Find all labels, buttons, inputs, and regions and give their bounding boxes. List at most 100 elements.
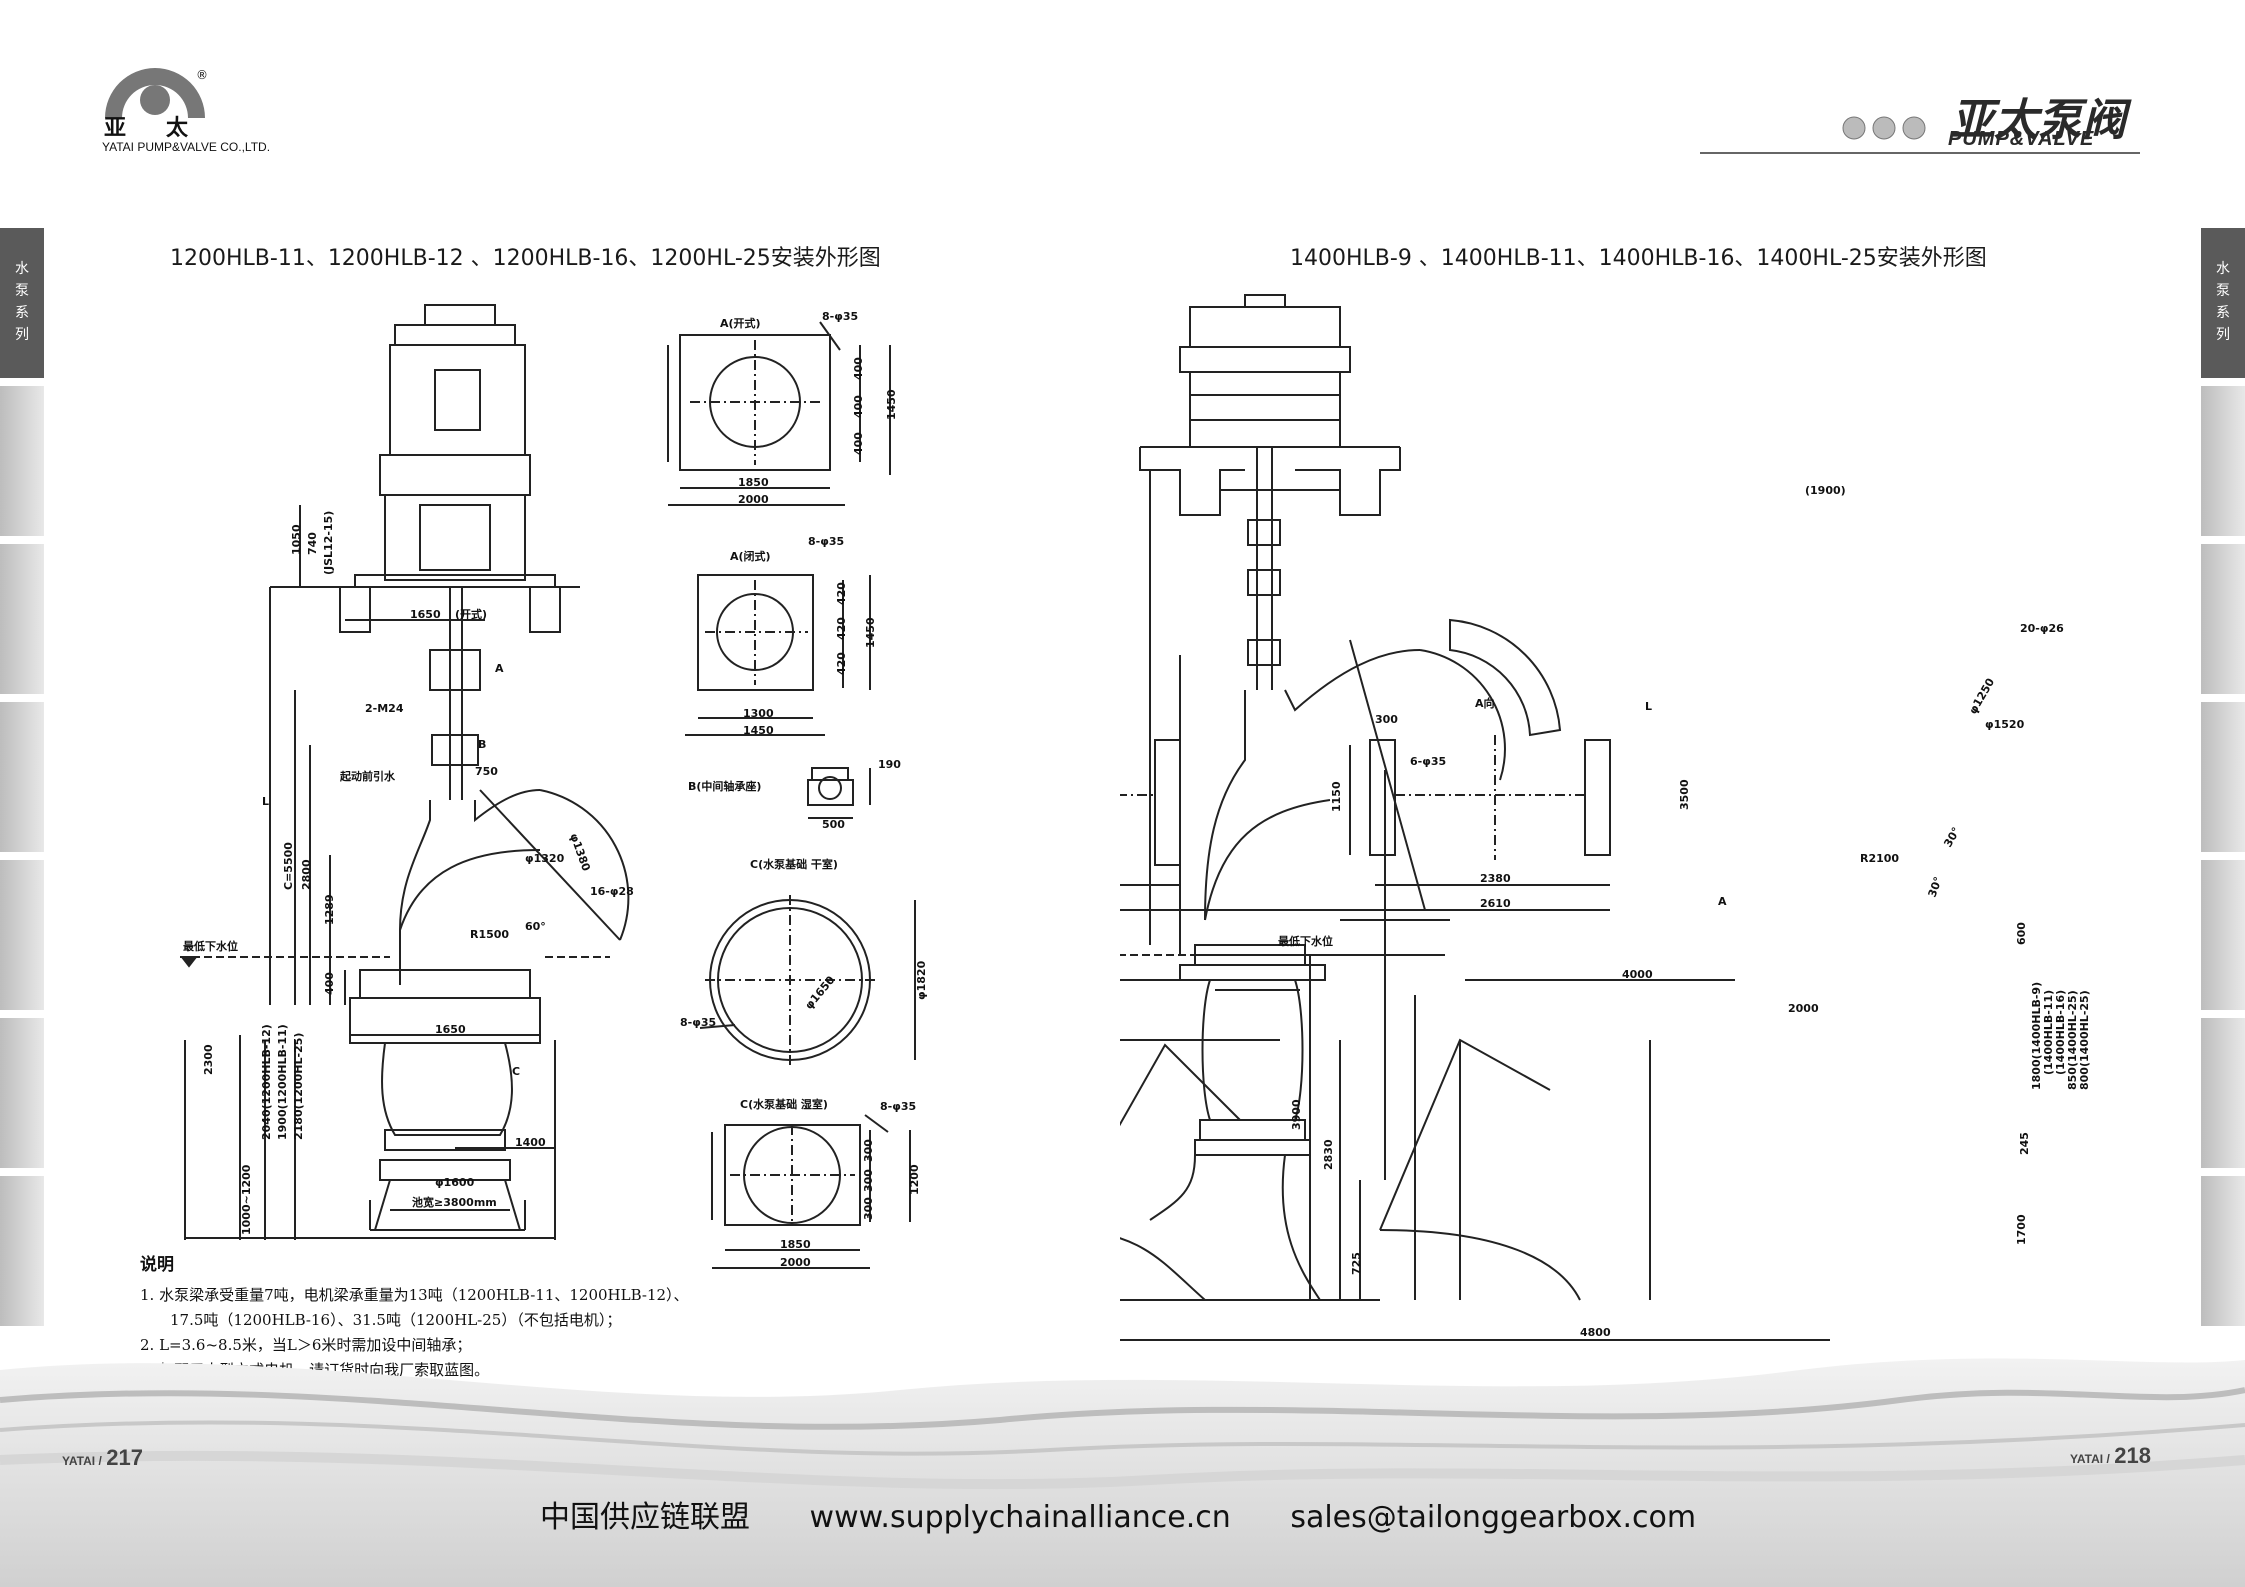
logo-arch-icon: [105, 68, 205, 118]
side-tab[interactable]: [2201, 544, 2245, 694]
dim-4800: 4800: [1580, 1326, 1611, 1339]
side-tab[interactable]: [0, 1018, 44, 1168]
side-tab[interactable]: [2201, 1176, 2245, 1326]
dim-600: 600: [2015, 922, 2028, 945]
company-logo: ® 亚太 YATAI PUMP&VALVE CO.,LTD.: [100, 60, 320, 160]
a-closed-w2: 1450: [743, 724, 774, 737]
height-3: (1400HLB-16): [2054, 990, 2067, 1075]
side-tab[interactable]: [0, 544, 44, 694]
mark-b: B: [478, 738, 486, 751]
tab-label: 水泵系列: [2216, 261, 2230, 343]
c-wet-holes: 8-φ35: [880, 1100, 916, 1113]
wave-decoration: [0, 1358, 2245, 1587]
dim-2000: 2000: [1788, 1002, 1819, 1015]
dim-3500: 3500: [1678, 779, 1691, 810]
dim-1900: 1900(1200HLB-11): [276, 1024, 289, 1140]
dim-1150: 1150: [1330, 781, 1343, 812]
side-tab[interactable]: [2201, 1018, 2245, 1168]
dim-2610: 2610: [1480, 897, 1511, 910]
a-open-height: 1450: [885, 389, 898, 420]
a-open-w2: 2000: [738, 493, 769, 506]
dim-1050: 1050: [290, 524, 303, 555]
mark-a: A: [495, 662, 504, 675]
c-dry-holes: 8-φ35: [680, 1016, 716, 1029]
brand-underline: [1700, 152, 2140, 154]
c-wet-height: 1200: [908, 1164, 921, 1195]
logo-registered-mark: ®: [196, 68, 208, 82]
holes-16: 16-φ28: [590, 885, 634, 898]
a-open-d1: 400: [852, 357, 865, 380]
a-closed-height: 1450: [864, 617, 877, 648]
a-open-holes: 8-φ35: [822, 310, 858, 323]
b-width: 500: [822, 818, 845, 831]
side-tab[interactable]: [0, 1176, 44, 1326]
dim-c5500: C=5500: [282, 842, 295, 890]
phi-1600: φ1600: [435, 1176, 475, 1189]
right-side-tabs: 水泵系列: [2201, 228, 2245, 1334]
right-page-title: 1400HLB-9 、1400HLB-11、1400HLB-16、1400HL-…: [1290, 246, 1987, 271]
c-wet-d2: 300: [862, 1169, 875, 1192]
a-closed-holes: 8-φ35: [808, 535, 844, 548]
dim-2800: 2800: [300, 859, 313, 890]
footer-website[interactable]: www.supplychainalliance.cn: [809, 1500, 1231, 1535]
page-number: 218: [2114, 1443, 2151, 1468]
holes-20: 20-φ26: [2020, 622, 2064, 635]
a-open-w1: 1850: [738, 476, 769, 489]
dim-400: 400: [323, 972, 336, 995]
footer-email[interactable]: sales@tailonggearbox.com: [1290, 1500, 1697, 1535]
phi-1520: φ1520: [1985, 718, 2025, 731]
note-line: 1. 水泵梁承受重量7吨，电机梁承重量为13吨（1200HLB-11、1200H…: [140, 1286, 689, 1304]
page-number-right: YATAI / 218: [2070, 1443, 2151, 1469]
right-drawing-labels: (1900) 20-φ26 φ1250 φ1520 A向 300 6-φ35 1…: [1278, 484, 2091, 1341]
angle-30a: 30°: [1941, 825, 1963, 850]
dim-3900: 3900: [1290, 1099, 1303, 1130]
side-tab[interactable]: [2201, 860, 2245, 1010]
holes-6: 6-φ35: [1410, 755, 1446, 768]
c-dry-outer: φ1820: [915, 960, 928, 1000]
phi-1320: φ1320: [525, 852, 565, 865]
brand-english-name: PUMP&VALVE: [1948, 128, 2095, 150]
c-dry-title: C(水泵基础 干室): [750, 857, 838, 871]
footer-org: 中国供应链联盟: [540, 1500, 750, 1535]
note-line: 17.5吨（1200HLB-16）、31.5吨（1200HL-25）（不包括电机…: [170, 1311, 622, 1329]
low-water-level: 最低下水位: [1278, 934, 1333, 948]
page-brand: YATAI /: [2070, 1452, 2110, 1466]
dim-2040: 2040(1200HLB-12): [260, 1024, 273, 1140]
mark-a: A: [1718, 895, 1727, 908]
brand-dots-icon: [1842, 116, 1926, 140]
a-open-d2: 400: [852, 395, 865, 418]
dim-4000: 4000: [1622, 968, 1653, 981]
a-closed-d2: 420: [835, 617, 848, 640]
page-brand: YATAI /: [62, 1454, 102, 1468]
priming-label: 起动前引水: [339, 769, 396, 783]
c-wet-d3: 300: [862, 1197, 875, 1220]
left-side-tabs: 水泵系列: [0, 228, 44, 1334]
dim-l: L: [1645, 700, 1652, 713]
side-tab[interactable]: [2201, 386, 2245, 536]
dim-1700: 1700: [2015, 1214, 2028, 1245]
bolt-label: 2-M24: [365, 702, 404, 715]
tab-label: 水泵系列: [15, 261, 29, 343]
dim-740: 740: [306, 532, 319, 555]
side-tab[interactable]: [0, 386, 44, 536]
notes-heading: 说明: [140, 1255, 174, 1275]
a-closed-d1: 420: [835, 582, 848, 605]
tab-water-pump-series[interactable]: 水泵系列: [0, 228, 44, 378]
dim-1400: 1400: [515, 1136, 546, 1149]
c-wet-d1: 300: [862, 1139, 875, 1162]
side-tab[interactable]: [0, 860, 44, 1010]
side-tab[interactable]: [0, 702, 44, 852]
angle-30b: 30°: [1926, 875, 1945, 899]
dim-2180: 2180(1200HL-25): [292, 1033, 305, 1140]
tab-water-pump-series[interactable]: 水泵系列: [2201, 228, 2245, 378]
logo-english-name: YATAI PUMP&VALVE CO.,LTD.: [102, 140, 271, 154]
page-number: 217: [106, 1445, 143, 1470]
c-wet-w2: 2000: [780, 1256, 811, 1269]
brand-chinese-name: 亚太泵阀: [1950, 95, 2126, 146]
note-line: 2. L=3.6~8.5米，当L＞6米时需加设中间轴承；: [140, 1336, 472, 1354]
low-water-level: 最低下水位: [183, 939, 238, 953]
left-page-title: 1200HLB-11、1200HLB-12 、1200HLB-16、1200HL…: [170, 246, 881, 271]
open-type-label: (开式): [455, 607, 487, 621]
side-tab[interactable]: [2201, 702, 2245, 852]
right-installation-drawing: [1120, 294, 1830, 1341]
